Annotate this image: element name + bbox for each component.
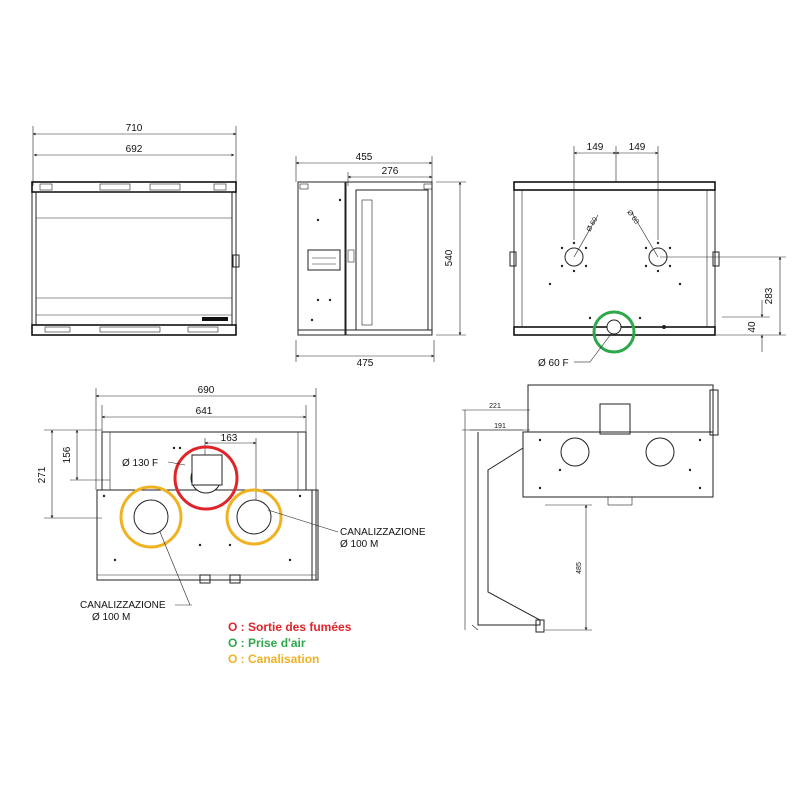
dim-side-455: 455	[356, 152, 373, 163]
right-duct-highlight	[225, 488, 283, 546]
perspective-front-panel	[522, 431, 714, 498]
legend-air-intake: O : Prise d'air	[228, 636, 306, 650]
front-glass	[35, 191, 233, 326]
left-duct-label-2: Ø 100 M	[92, 612, 130, 623]
right-duct-label-2: Ø 100 M	[340, 539, 378, 550]
dim-front-710: 710	[126, 123, 143, 134]
dim-side-475: 475	[357, 358, 374, 369]
top-right-duct	[236, 499, 272, 535]
dim-front-692: 692	[126, 144, 143, 155]
back-view: 149 149 Ø 60 Ø 60	[509, 142, 786, 369]
back-left-bolts	[560, 241, 588, 273]
air-inlet-label: Ø 60 F	[538, 358, 569, 369]
perspective-view: 221 191 485	[462, 384, 719, 633]
perspective-flue-collar	[599, 403, 631, 435]
top-view: 690 641 163 271 156	[37, 385, 426, 623]
legend-ducting: O : Canalisation	[228, 652, 319, 666]
dim-back-149-left: 149	[587, 142, 604, 153]
dim-top-271: 271	[37, 466, 48, 483]
dim-top-163: 163	[221, 433, 238, 444]
dim-back-283: 283	[764, 287, 775, 304]
dim-side-540: 540	[444, 249, 455, 266]
dim-back-40: 40	[747, 321, 758, 333]
right-duct-label-1: CANALIZZAZIONE	[340, 527, 426, 538]
front-view: 710 692	[31, 123, 240, 336]
flue-outlet-highlight	[173, 445, 239, 511]
front-body	[31, 181, 237, 336]
front-logo-plate	[202, 317, 228, 321]
dim-top-641: 641	[196, 406, 213, 417]
dim-back-dia-60-left: Ø 60	[586, 216, 600, 233]
legend: O : Sortie des fumées O : Prise d'air O …	[228, 620, 352, 666]
back-air-inlet	[606, 319, 622, 335]
perspective-support-frame	[477, 432, 541, 626]
flue-label: Ø 130 F	[122, 458, 158, 469]
top-left-duct	[133, 499, 169, 535]
back-right-bolts	[644, 241, 672, 273]
dim-perspective-191: 191	[494, 423, 506, 430]
left-duct-highlight	[119, 485, 183, 549]
dim-perspective-221: 221	[489, 403, 501, 410]
left-duct-label-1: CANALIZZAZIONE	[80, 600, 166, 611]
dim-top-156: 156	[62, 446, 73, 463]
legend-smoke-outlet: O : Sortie des fumées	[228, 620, 352, 634]
dim-top-690: 690	[198, 385, 215, 396]
dim-side-276: 276	[382, 166, 399, 177]
dim-perspective-485: 485	[576, 562, 583, 574]
side-view: 455 276 540 475	[295, 152, 466, 369]
air-intake-highlight	[592, 310, 636, 354]
front-top-frame	[31, 181, 237, 193]
perspective-top-box	[527, 384, 714, 433]
side-handle	[307, 249, 341, 271]
dim-back-149-right: 149	[629, 142, 646, 153]
